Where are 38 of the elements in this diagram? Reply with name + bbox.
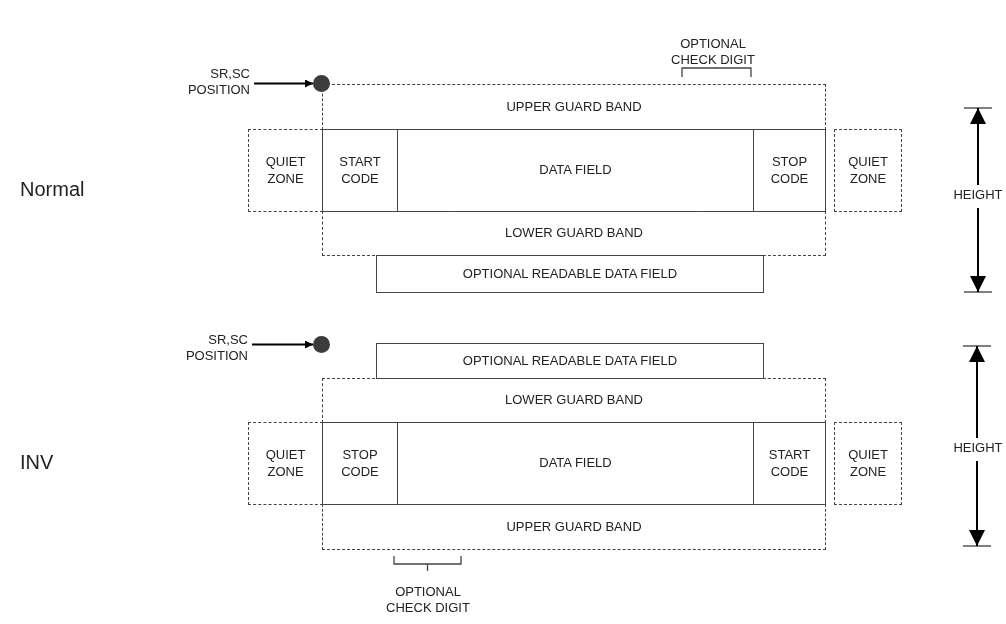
field-label: OPTIONAL READABLE DATA FIELD	[462, 265, 678, 283]
data-field	[397, 129, 754, 212]
guard-band	[322, 211, 826, 256]
readable-data-field	[376, 343, 764, 379]
field-label: UPPER GUARD BAND	[506, 98, 642, 116]
guard-band	[322, 84, 826, 130]
arrow	[253, 79, 314, 88]
field-label: DATA FIELD	[539, 455, 612, 472]
stop-code-field	[322, 422, 398, 505]
field-label: STOP CODE	[769, 154, 810, 187]
position-label: SR,SC POSITION	[190, 67, 250, 97]
field-label: UPPER GUARD BAND	[506, 518, 642, 536]
position-dot	[313, 75, 330, 92]
field-label: DATA FIELD	[539, 162, 612, 179]
field-label: LOWER GUARD BAND	[505, 225, 643, 242]
readable-data-field	[376, 255, 764, 293]
quiet-zone	[248, 422, 323, 505]
quiet-zone	[834, 129, 902, 212]
arrow	[251, 340, 314, 349]
quiet-zone	[248, 129, 323, 212]
field-label: START CODE	[767, 447, 812, 480]
field-label: QUIET ZONE	[264, 447, 307, 480]
guard-band	[322, 378, 826, 423]
start-code-field	[753, 422, 826, 505]
start-code-field	[322, 129, 398, 212]
position-dot	[313, 336, 330, 353]
field-label: QUIET ZONE	[264, 154, 307, 187]
field-label: STOP CODE	[340, 447, 380, 480]
field-label: LOWER GUARD BAND	[505, 392, 643, 409]
field-label: QUIET ZONE	[847, 447, 889, 480]
stop-code-field	[753, 129, 826, 212]
field-label: OPTIONAL READABLE DATA FIELD	[462, 352, 678, 370]
field-label: QUIET ZONE	[847, 154, 889, 187]
quiet-zone	[834, 422, 902, 505]
guard-band	[322, 504, 826, 550]
position-label: SR,SC POSITION	[188, 333, 248, 363]
field-label: START CODE	[338, 154, 382, 187]
data-field	[397, 422, 754, 505]
